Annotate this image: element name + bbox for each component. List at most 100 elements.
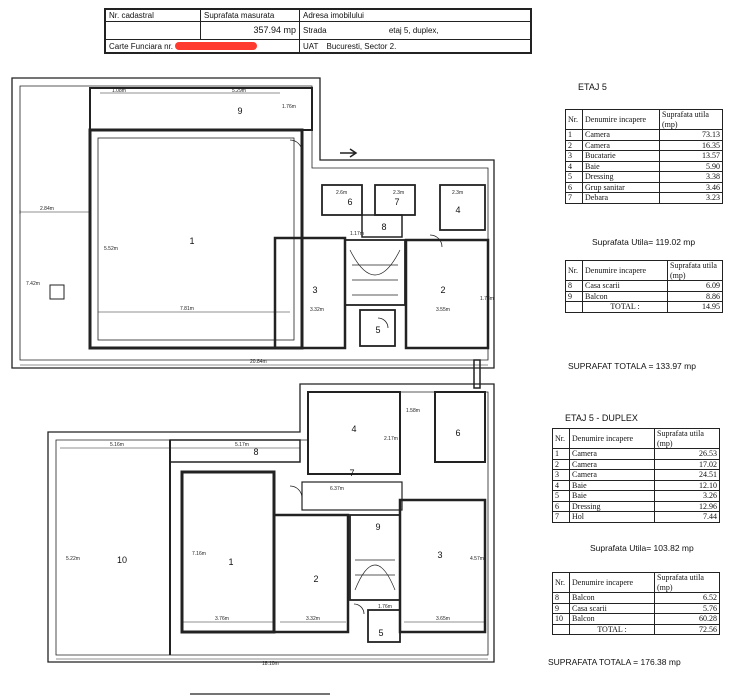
top-room-9-wall: [89, 87, 313, 131]
bottom-dim-5: 2.17m: [384, 436, 398, 442]
top-dim-11: 2.6m: [336, 190, 347, 196]
top-room-label-4: 4: [455, 205, 460, 215]
bottom-room-3-wall: [398, 498, 487, 634]
bottom-dim-9: 18.10m: [262, 661, 279, 667]
bottom-room-5-wall: [367, 609, 401, 643]
bottom-plan-outline: [47, 383, 495, 663]
top-room-8-wall: [344, 239, 406, 306]
top-dim-8: 20.84m: [250, 359, 267, 365]
top-dim-15: 1.17m: [350, 231, 364, 237]
duplex-suprafata-utila: Suprafata Utila= 103.82 mp: [590, 543, 694, 553]
bottom-room-2-wall: [272, 513, 350, 634]
bottom-dim-13: 1.76m: [378, 604, 392, 610]
top-room-label-9: 9: [237, 106, 242, 116]
top-dim-1: 1.08m: [112, 88, 126, 94]
bottom-room-label-2: 2: [313, 574, 318, 584]
duplex-table: Nr. Denumire incapere Suprafata utila (m…: [552, 428, 720, 523]
etaj5-suprafata-utila: Suprafata Utila= 119.02 mp: [592, 237, 696, 247]
bottom-room-label-1: 1: [228, 557, 233, 567]
uat-cell: UAT Bucuresti, Sector 2.: [299, 39, 531, 53]
etaj5-col-area: Suprafata utila (mp): [659, 109, 723, 130]
bottom-room-label-7: 7: [349, 468, 354, 478]
duplex-col-name: Denumire incapere: [569, 428, 655, 449]
bottom-dim-11: 7.16m: [192, 551, 206, 557]
top-room-3-wall: [273, 236, 347, 350]
duplex-extra-table: Nr. Denumire incapere Suprafata utila (m…: [552, 572, 720, 635]
etaj5-extra-col-area: Suprafata utila (mp): [667, 260, 723, 281]
top-dim-14: 1.78m: [480, 296, 494, 302]
top-dim-4: 2.84m: [40, 206, 54, 212]
table-row: TOTAL :72.56: [552, 623, 720, 635]
bottom-room-6-wall: [434, 391, 486, 463]
etaj5-col-name: Denumire incapere: [582, 109, 660, 130]
cadastral-header: Nr. cadastral Suprafata masurata Adresa …: [104, 8, 532, 54]
top-dim-12: 2.3m: [393, 190, 404, 196]
top-room-label-6: 6: [347, 197, 352, 207]
etaj5-extra-col-name: Denumire incapere: [582, 260, 668, 281]
top-dim-2: 5.29m: [232, 88, 246, 94]
top-dim-3: 1.76m: [282, 104, 296, 110]
etaj5-table: Nr. Denumire incapere Suprafata utila (m…: [565, 109, 723, 204]
etaj5-suprafata-totala: SUPRAFAT TOTALA = 133.97 mp: [568, 361, 696, 371]
top-dim-7: 3.55m: [436, 307, 450, 313]
bottom-dim-7: 3.32m: [306, 616, 320, 622]
etaj5-col-nr: Nr.: [565, 109, 583, 130]
bottom-dim-4: 6.37m: [330, 486, 344, 492]
uat-value: Bucuresti, Sector 2.: [326, 41, 397, 51]
top-dim-5: 7.81m: [180, 306, 194, 312]
top-dim-10: 5.52m: [104, 246, 118, 252]
top-room-label-3: 3: [312, 285, 317, 295]
bottom-room-label-9: 9: [375, 522, 380, 532]
strada-label: Strada: [303, 25, 327, 35]
bottom-room-8-wall: [169, 439, 301, 463]
top-plan-outline: [11, 77, 495, 369]
redacted-mark: [175, 42, 258, 51]
top-dim-9: 7.42m: [26, 281, 40, 287]
bottom-dim-3: 1.58m: [406, 408, 420, 414]
top-room-label-2: 2: [440, 285, 445, 295]
bottom-dim-1: 5.16m: [110, 442, 124, 448]
top-plan-inner: [19, 85, 489, 361]
bottom-room-label-4: 4: [351, 424, 356, 434]
duplex-col-area: Suprafata utila (mp): [654, 428, 720, 449]
top-dim-6: 3.32m: [310, 307, 324, 313]
top-room-6-wall: [321, 184, 363, 216]
bottom-room-9-wall: [349, 514, 401, 601]
duplex-col-nr: Nr.: [552, 428, 570, 449]
bottom-dim-10: 5.22m: [66, 556, 80, 562]
duplex-extra-col-area: Suprafata utila (mp): [654, 572, 720, 593]
top-room-1-wall: [88, 128, 304, 350]
bottom-room-4-wall: [307, 391, 401, 475]
etaj5-extra-table: Nr. Denumire incapere Suprafata utila (m…: [565, 260, 723, 313]
bottom-room-label-5: 5: [378, 628, 383, 638]
bottom-dim-2: 5.17m: [235, 442, 249, 448]
duplex-extra-col-name: Denumire incapere: [569, 572, 655, 593]
top-room-5-wall: [359, 309, 396, 347]
bottom-dim-6: 3.76m: [215, 616, 229, 622]
top-room-label-5: 5: [375, 325, 380, 335]
duplex-suprafata-totala: SUPRAFATA TOTALA = 176.38 mp: [548, 657, 681, 667]
top-room-4-wall: [439, 184, 486, 231]
top-room-label-1: 1: [189, 236, 194, 246]
top-room-2-wall: [404, 238, 490, 350]
bottom-room-label-3: 3: [437, 550, 442, 560]
table-row: TOTAL :14.95: [565, 301, 723, 313]
duplex-extra-col-nr: Nr.: [552, 572, 570, 593]
